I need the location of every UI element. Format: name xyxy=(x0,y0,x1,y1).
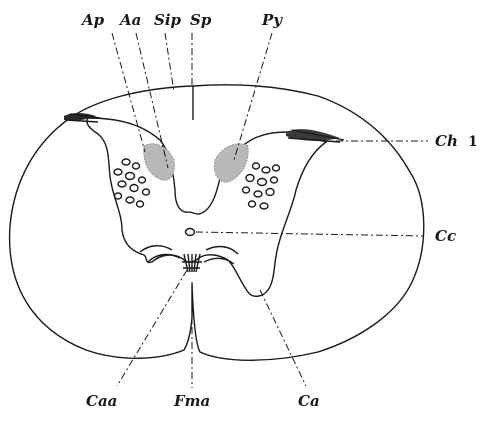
anterior-commissure-tuft xyxy=(182,254,202,272)
label-ca: Ca xyxy=(298,392,320,410)
label-fma: Fma xyxy=(173,392,210,410)
cord-outline xyxy=(10,85,424,360)
leader-caa xyxy=(117,270,187,386)
grey-matter-outline xyxy=(87,118,326,296)
central-canal xyxy=(186,229,195,236)
label-py: Py xyxy=(261,11,283,29)
label-cc: Cc xyxy=(435,227,456,245)
label-sip: Sip xyxy=(154,11,182,29)
label-sp: Sp xyxy=(190,11,212,29)
label-aa: Aa xyxy=(118,11,141,29)
nerve-root-right xyxy=(286,129,344,142)
fiber-bundles-right xyxy=(243,163,280,209)
pyramidal-tract-left xyxy=(144,144,175,181)
pyramidal-tract-right xyxy=(214,144,248,183)
leader-ca xyxy=(260,290,306,386)
label-ch: Ch xyxy=(435,132,458,150)
leader-cc xyxy=(196,232,424,236)
label-ap: Ap xyxy=(80,11,105,29)
nerve-root-left xyxy=(64,113,100,122)
label-ch-number: 1 xyxy=(468,134,478,150)
fiber-bundles-left xyxy=(114,159,150,207)
label-caa: Caa xyxy=(86,392,117,410)
leader-sip xyxy=(165,33,174,92)
leader-py xyxy=(234,33,272,160)
